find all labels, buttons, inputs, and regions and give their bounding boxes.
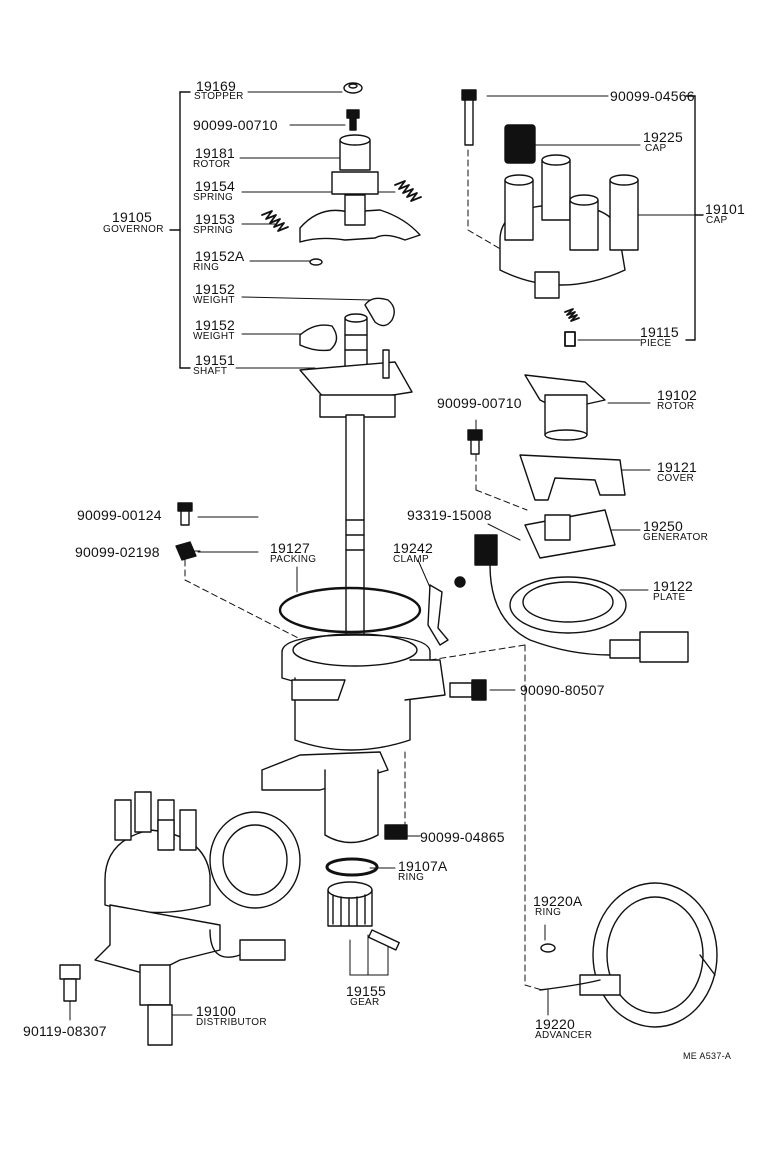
clamp-part bbox=[427, 584, 449, 646]
part-number: 19220A bbox=[533, 893, 583, 909]
callout-9009902198: 90099-02198 bbox=[75, 544, 160, 560]
nut-02198 bbox=[175, 541, 197, 561]
part-name: SHAFT bbox=[193, 366, 228, 377]
part-number: 19152A bbox=[195, 248, 245, 264]
callout-9009900124: 90099-00124 bbox=[77, 507, 162, 523]
callout-9009900710-top: 90099-00710 bbox=[193, 117, 278, 133]
callout-9009080507: 90090-80507 bbox=[520, 682, 605, 698]
part-name: SPRING bbox=[193, 225, 234, 236]
part-name: RING bbox=[193, 262, 220, 273]
housing-part bbox=[261, 633, 446, 844]
ring-small bbox=[309, 258, 323, 266]
bolt-08307 bbox=[59, 964, 81, 1002]
part-number: 19152 bbox=[195, 317, 235, 333]
part-number: 19115 bbox=[640, 324, 679, 340]
part-number: 19127 bbox=[270, 540, 310, 556]
part-number: 19181 bbox=[195, 145, 235, 161]
part-name: PLATE bbox=[653, 592, 686, 603]
gear-part bbox=[327, 881, 400, 951]
part-number: 19154 bbox=[195, 178, 235, 194]
rotor-part bbox=[524, 374, 606, 441]
part-name: PIECE bbox=[640, 338, 672, 349]
screw-00124 bbox=[177, 502, 193, 526]
piece-part bbox=[564, 308, 580, 347]
part-name: SPRING bbox=[193, 192, 234, 203]
part-name: GOVERNOR bbox=[103, 224, 164, 235]
part-name: STOPPER bbox=[194, 91, 244, 102]
ring-19107a bbox=[325, 857, 379, 877]
part-name: WEIGHT bbox=[193, 331, 235, 342]
weight-lower bbox=[299, 324, 338, 352]
part-name: PACKING bbox=[270, 554, 317, 565]
part-number: 19107A bbox=[398, 858, 448, 874]
spring-left bbox=[261, 210, 289, 232]
callout-9011908307: 90119-08307 bbox=[23, 1023, 107, 1039]
governor-rotor-part bbox=[299, 134, 421, 243]
figure-code: ME A537-A bbox=[683, 1051, 732, 1061]
distributor-cap-part bbox=[499, 154, 639, 299]
part-number: 19242 bbox=[393, 540, 433, 556]
callout-9009904566: 90099-04566 bbox=[610, 88, 695, 104]
part-name: ADVANCER bbox=[535, 1030, 593, 1041]
part-name: GEAR bbox=[350, 997, 380, 1008]
distributor-assembly bbox=[94, 791, 301, 1046]
leader-lines bbox=[69, 91, 701, 1021]
ring-19220a bbox=[540, 943, 556, 953]
part-number: 19101 bbox=[705, 201, 745, 217]
part-name: GENERATOR bbox=[643, 532, 709, 543]
part-name: RING bbox=[398, 872, 425, 883]
part-name: DISTRIBUTOR bbox=[196, 1017, 267, 1028]
shaft-part bbox=[299, 313, 413, 666]
part-number: 19152 bbox=[195, 281, 235, 297]
part-name: WEIGHT bbox=[193, 295, 235, 306]
bolt-80507 bbox=[449, 679, 487, 701]
packing-part bbox=[278, 586, 422, 634]
screw-15008 bbox=[454, 576, 466, 588]
weight-upper bbox=[364, 297, 395, 327]
part-number: 19169 bbox=[196, 78, 236, 94]
part-name: CAP bbox=[706, 215, 728, 226]
callout-9331915008: 93319-15008 bbox=[407, 507, 492, 523]
part-number: 19151 bbox=[195, 352, 235, 368]
part-number: 19225 bbox=[643, 129, 683, 145]
cover-part bbox=[519, 454, 626, 501]
part-number: 19153 bbox=[195, 211, 235, 227]
screw-00710-right bbox=[467, 429, 483, 455]
part-number: 19155 bbox=[346, 983, 386, 999]
advancer-part bbox=[539, 882, 718, 1028]
part-number: 19100 bbox=[196, 1003, 236, 1019]
plate-part bbox=[509, 576, 689, 663]
callout-9009900710-right: 90099-00710 bbox=[437, 395, 522, 411]
callout-9009904865: 90099-04865 bbox=[420, 829, 505, 845]
screw-04865 bbox=[384, 824, 408, 840]
cap-bracket bbox=[685, 95, 704, 341]
part-name: ROTOR bbox=[193, 159, 231, 170]
part-name: COVER bbox=[657, 473, 695, 484]
cap-boot-part bbox=[504, 124, 536, 164]
part-name: CLAMP bbox=[393, 554, 429, 565]
part-number: 19102 bbox=[657, 387, 697, 403]
spring-right bbox=[394, 180, 422, 202]
part-number: 19105 bbox=[112, 209, 152, 225]
part-name: RING bbox=[535, 907, 562, 918]
part-name: CAP bbox=[645, 143, 667, 154]
stopper-part bbox=[343, 82, 363, 94]
part-number: 19250 bbox=[643, 518, 683, 534]
screw-top bbox=[346, 109, 360, 131]
generator-part bbox=[474, 509, 616, 656]
part-number: 19220 bbox=[535, 1016, 575, 1032]
screw-04566 bbox=[461, 89, 477, 146]
part-number: 19122 bbox=[653, 578, 693, 594]
governor-bracket bbox=[169, 91, 191, 369]
part-number: 19121 bbox=[657, 459, 697, 475]
part-name: ROTOR bbox=[657, 401, 695, 412]
